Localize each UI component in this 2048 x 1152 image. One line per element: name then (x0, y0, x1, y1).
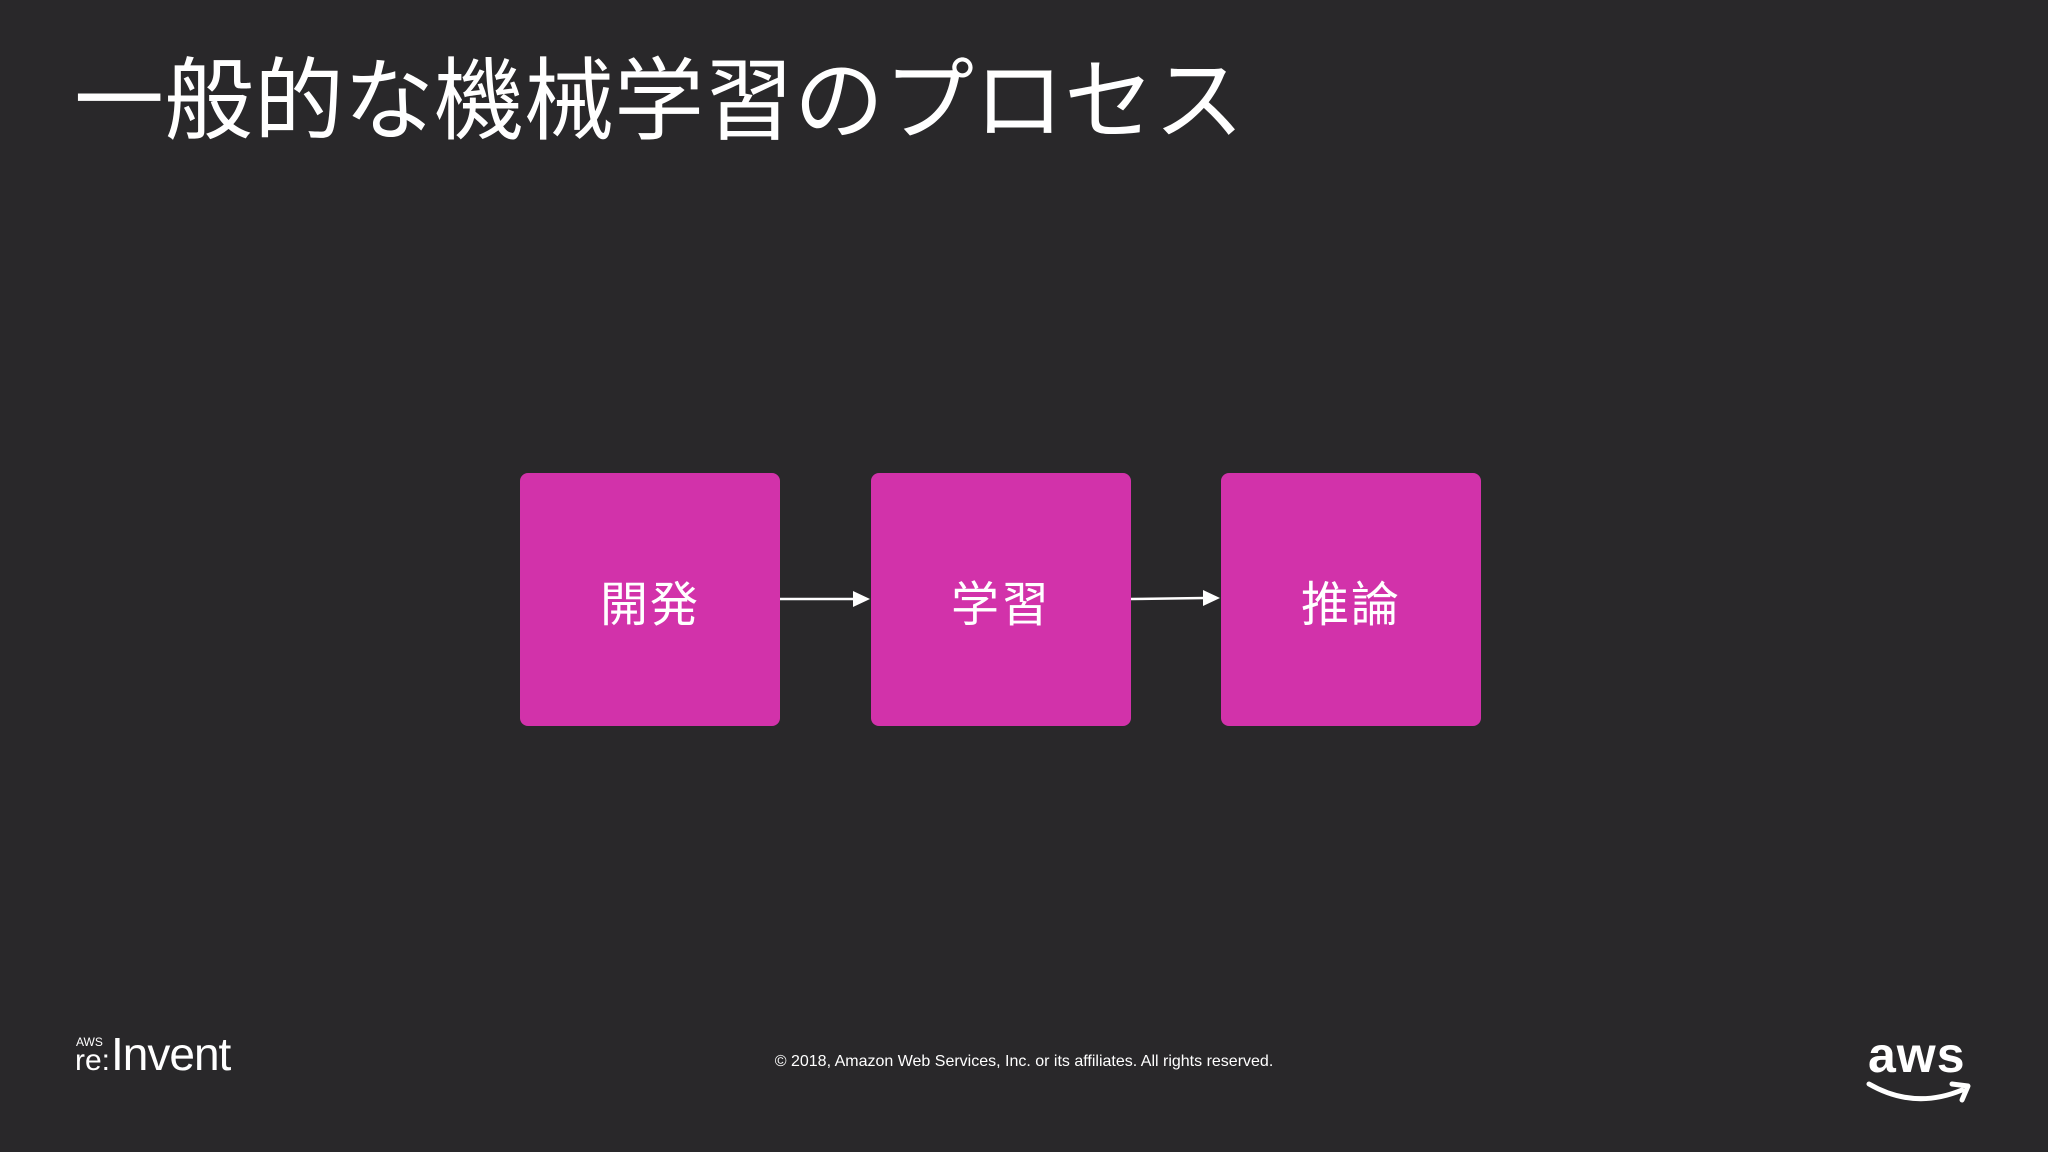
process-step-develop: 開発 (520, 473, 780, 726)
reinvent-logo-invent: Invent (111, 1028, 231, 1080)
process-step-label: 学習 (950, 576, 1051, 633)
process-step-train: 学習 (871, 473, 1131, 726)
process-step-label: 開発 (599, 576, 700, 633)
reinvent-logo: AWS re: Invent (75, 1030, 235, 1078)
process-step-inference: 推論 (1221, 473, 1481, 726)
arrow-train-to-inference (1130, 590, 1220, 606)
slide-title: 一般的な機械学習のプロセス (74, 49, 1244, 154)
arrow-develop-to-train (780, 591, 870, 607)
aws-logo: aws (1866, 1030, 1978, 1110)
aws-smile-icon (1866, 1081, 1971, 1103)
copyright-notice: © 2018, Amazon Web Services, Inc. or its… (774, 1053, 1274, 1070)
reinvent-logo-re: re: (75, 1044, 111, 1077)
reinvent-logo-aws: AWS (76, 1035, 103, 1049)
aws-logo-text: aws (1868, 1027, 1966, 1083)
process-step-label: 推論 (1300, 576, 1401, 633)
